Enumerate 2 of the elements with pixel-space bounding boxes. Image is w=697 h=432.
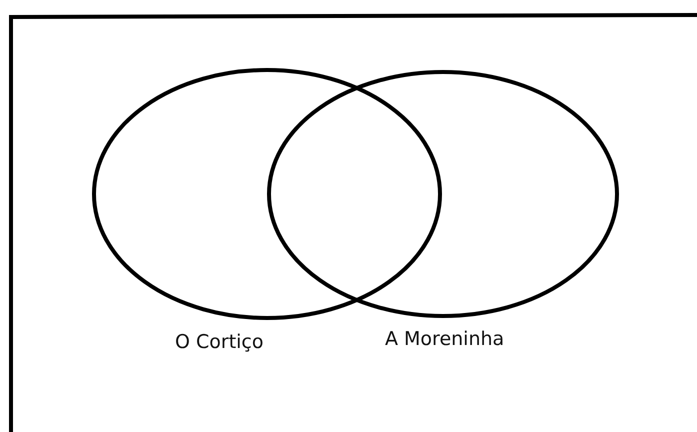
set-label: O Cortiço xyxy=(175,330,264,354)
set-label: A Moreninha xyxy=(385,327,504,351)
